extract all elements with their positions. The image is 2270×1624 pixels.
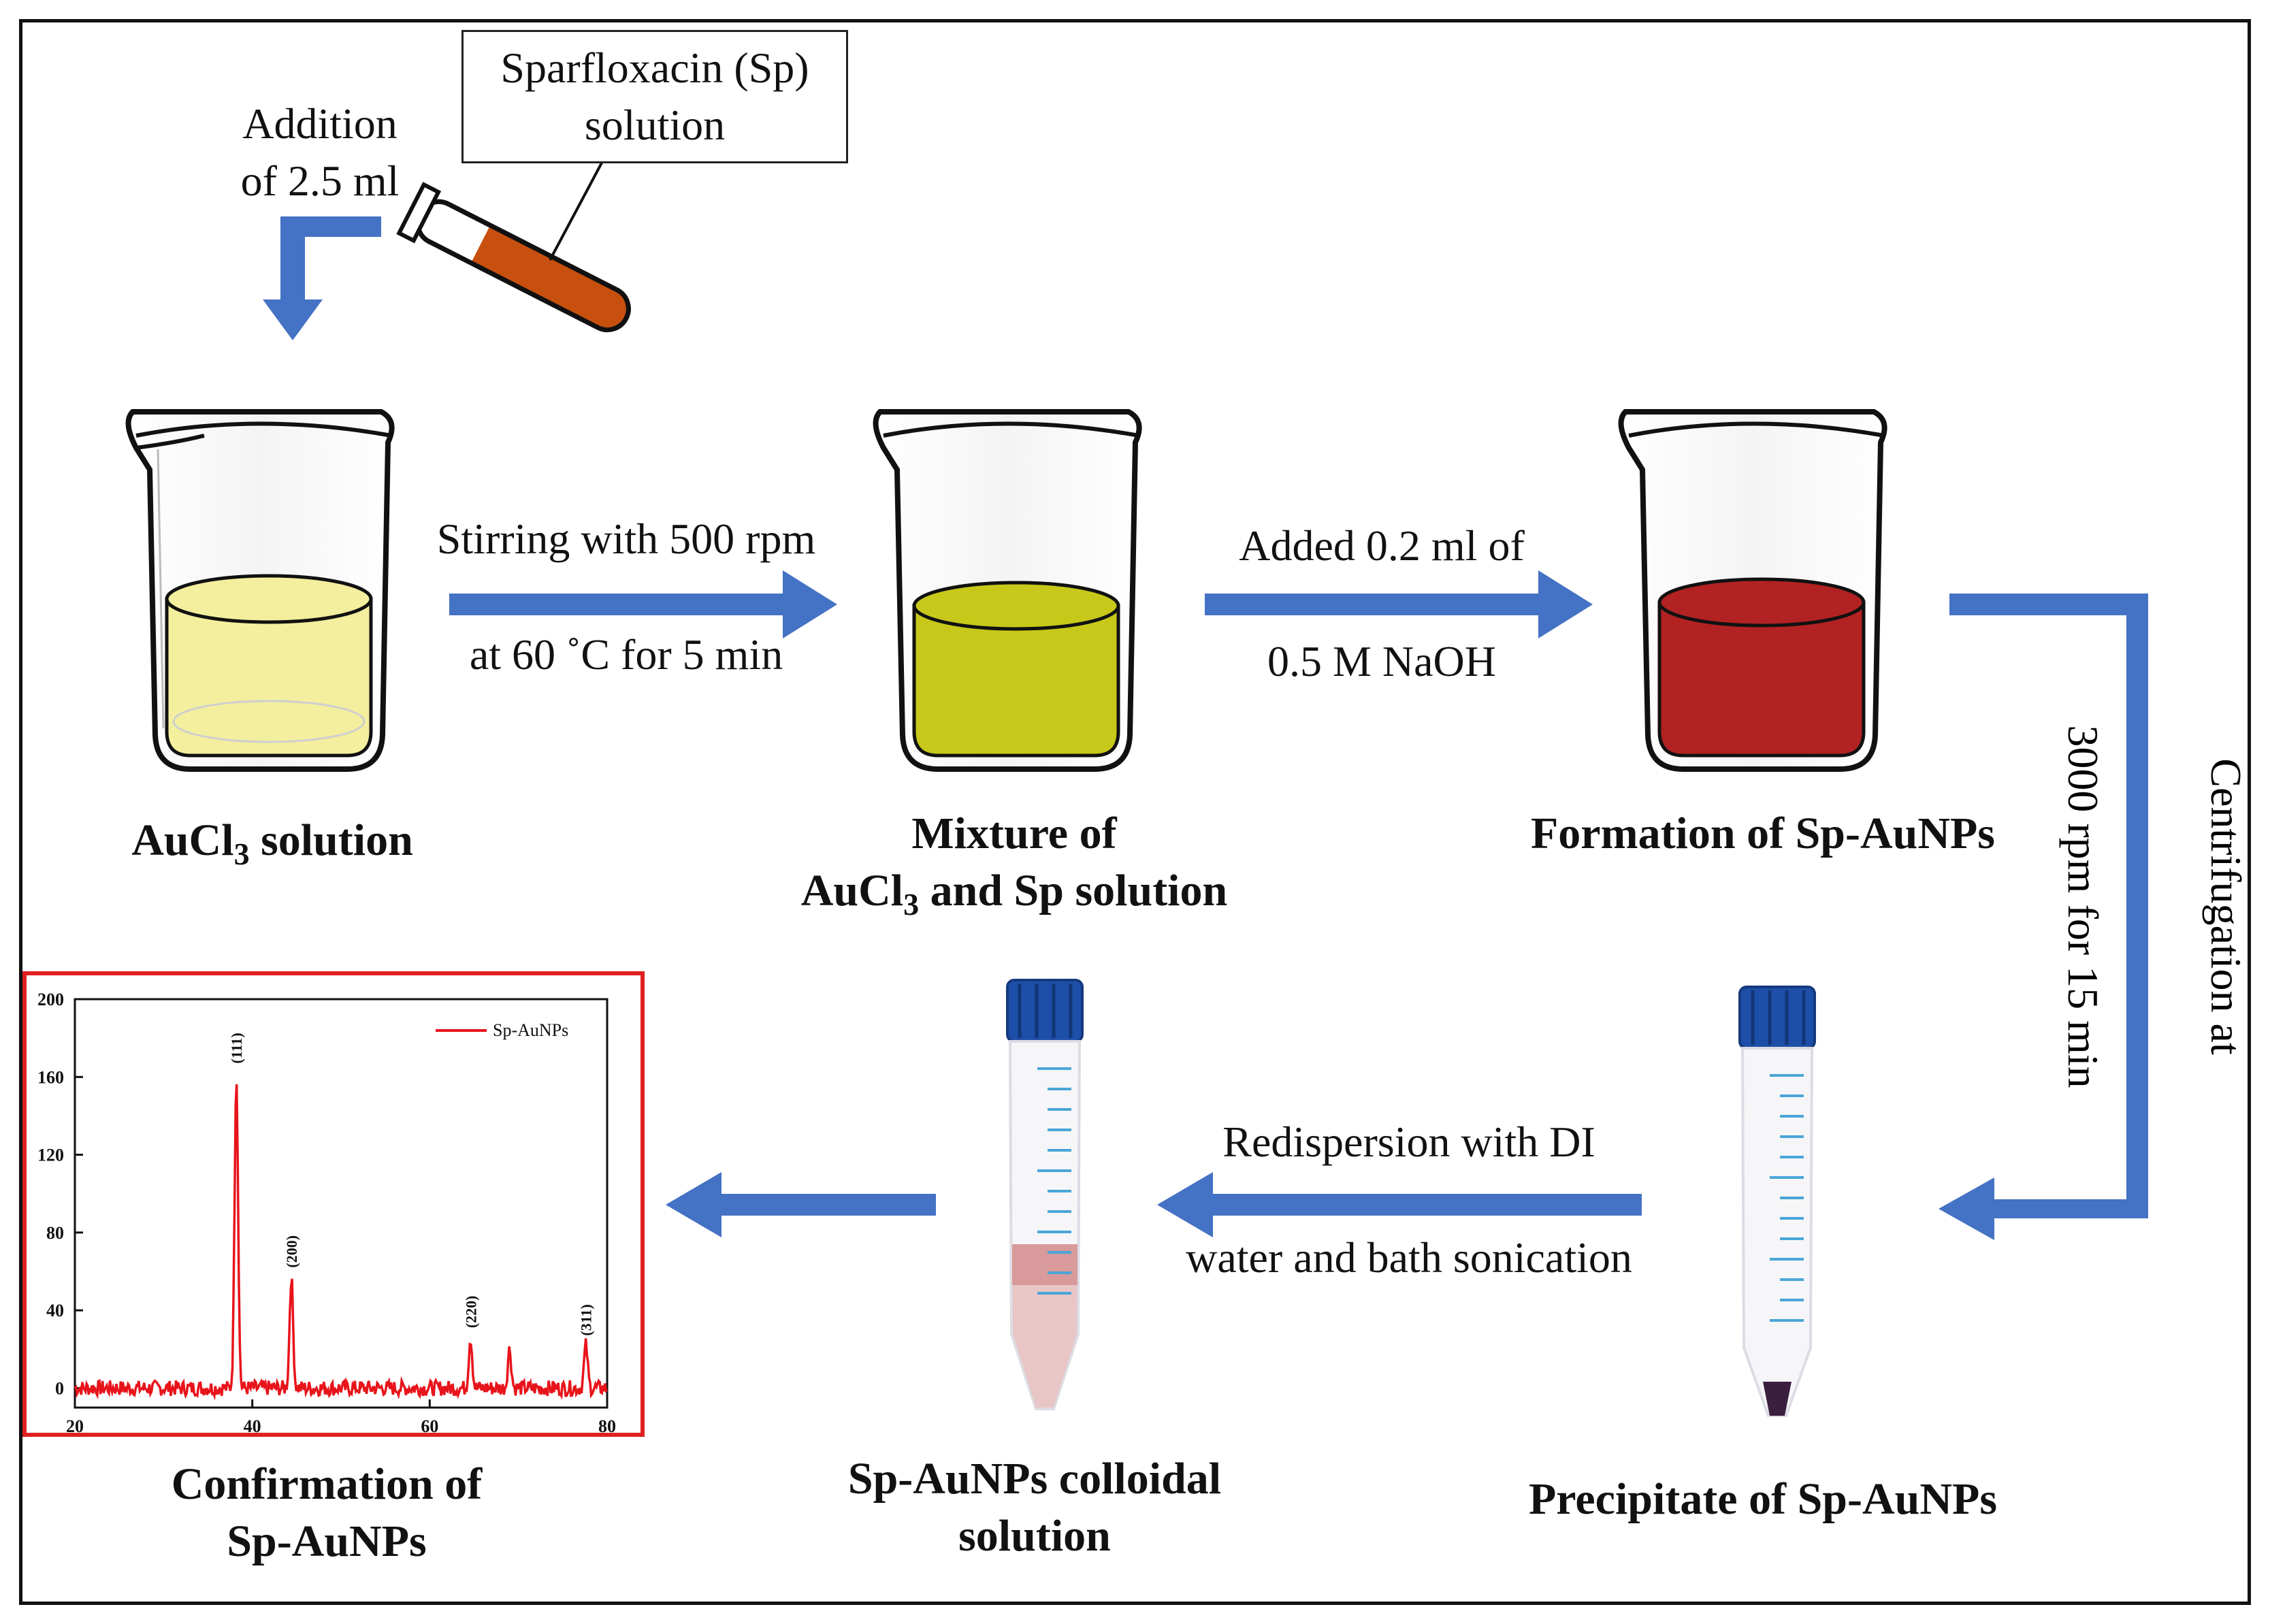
stirring-label-line1: Stirring with 500 rpm [436,515,816,563]
chart-plot-area [74,998,609,1409]
x-tick-label: 80 [598,1416,616,1436]
sp-solution-label-line1: Sparfloxacin (Sp) [500,44,809,92]
redispersion-arrow [1157,1172,1642,1237]
x-tick-label: 60 [421,1416,438,1436]
beaker-auNP-icon [1618,409,1887,772]
caption-mixture-line2: AuCl3 and Sp solution [800,866,1228,922]
redispersion-label-line1: Redispersion with DI [1222,1118,1595,1166]
caption-colloidal-line2: solution [958,1511,1111,1561]
peak-label: (220) [462,1295,479,1328]
redispersion-label-line2: water and bath sonication [1186,1233,1632,1282]
caption-confirmation-line2: Sp-AuNPs [227,1516,427,1566]
naoh-arrow [1205,570,1593,638]
peak-label: (200) [283,1235,300,1268]
x-tick-label: 40 [244,1416,261,1436]
test-tube-icon [396,182,631,333]
xrd-series-line [74,1084,608,1401]
y-tick-label: 200 [37,990,64,1009]
y-tick-label: 160 [37,1067,64,1087]
caption-precipitate: Precipitate of Sp-AuNPs [1528,1474,1998,1524]
y-tick-label: 0 [55,1378,64,1398]
xrd-chart: 0 40 80 120 160 200 20 40 60 80 (111) (200) (220) (31… [37,990,616,1436]
sp-solution-label-line2: solution [584,101,726,149]
outer-frame [19,19,2251,1605]
centrifugation-label-line2: 3000 rpm for 15 min [2059,725,2107,1088]
caption-aucl3: AuCl3 solution [131,815,413,872]
centrifugation-label-line1: Centrifugation at [2202,758,2250,1055]
addition-label-line2: of 2.5 ml [240,157,400,205]
naoh-label-line1: Added 0.2 ml of [1239,521,1525,570]
chart-highlight-border [22,971,645,1437]
beaker-mixture-icon [873,409,1142,772]
stirring-arrow [449,570,837,638]
y-tick-label: 120 [37,1146,64,1165]
addition-arrow [263,216,381,340]
y-tick-label: 40 [46,1301,64,1320]
peak-label: (311) [578,1304,595,1335]
confirmation-arrow [666,1172,936,1237]
sp-solution-box [461,30,848,163]
beaker-aucl3-icon [125,409,395,772]
centrifuge-tube-colloidal-icon [1006,979,1084,1410]
legend-label: Sp-AuNPs [493,1020,568,1040]
box-pointer-line [549,155,607,261]
caption-formation: Formation of Sp-AuNPs [1530,809,1995,858]
centrifuge-tube-precipitate-icon [1738,986,1816,1417]
caption-confirmation-line1: Confirmation of [171,1459,483,1509]
addition-label-line1: Addition [242,99,398,148]
stirring-label-line2: at 60 ˚C for 5 min [469,630,783,679]
x-tick-label: 20 [66,1416,84,1436]
centrifugation-arrow [1939,594,2148,1240]
peak-label: (111) [228,1033,245,1063]
y-tick-label: 80 [46,1223,64,1243]
caption-mixture-line1: Mixture of [911,809,1117,858]
caption-colloidal-line1: Sp-AuNPs colloidal [847,1454,1222,1504]
naoh-label-line2: 0.5 M NaOH [1267,637,1496,685]
